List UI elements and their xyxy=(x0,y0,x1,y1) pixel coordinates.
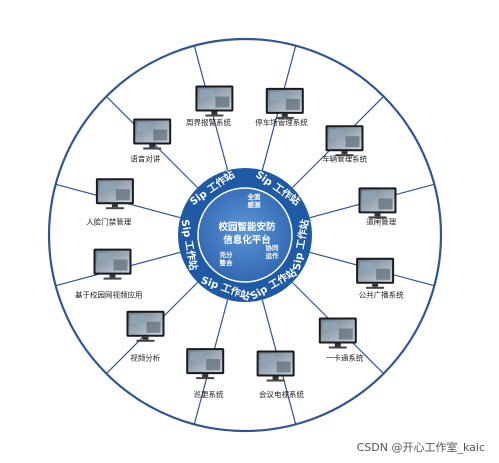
hub-top-line2: 感测 xyxy=(248,200,262,209)
hub-right-line2: 运作 xyxy=(266,251,280,260)
segment-label: 道闸管理 xyxy=(366,217,396,227)
segment-9: 视频分析 xyxy=(126,310,165,363)
video-analysis-icon xyxy=(126,310,165,342)
face-access-icon xyxy=(95,178,134,210)
segment-group: 周界报警系统 停车场管理系统车辆管理系统道闸管理公共广播系统一卡通系统会议电视系统… xyxy=(75,85,404,399)
hub-right-line1: 协同 xyxy=(266,243,280,252)
segment-4: 道闸管理 xyxy=(358,187,397,227)
hub-left-line2: 整合 xyxy=(220,258,234,267)
hub-title-line2: 信息化平台 xyxy=(223,234,271,246)
campus-video-icon xyxy=(93,248,132,280)
segment-label: 一卡通系统 xyxy=(326,353,364,363)
intercom-icon xyxy=(133,118,172,150)
segment-label: 会议电视系统 xyxy=(259,389,304,399)
segment-1: 周界报警系统 xyxy=(186,85,234,127)
segment-label: 人脸门禁管理 xyxy=(86,217,131,227)
segment-label: 公共广播系统 xyxy=(359,290,404,300)
segment-label: 巡更系统 xyxy=(194,389,224,399)
segment-7: 会议电视系统 xyxy=(256,350,304,399)
segment-8: 巡更系统 xyxy=(186,348,225,399)
segment-12: 语音对讲 xyxy=(130,118,172,163)
hub-top-line1: 全面 xyxy=(247,192,262,201)
segment-label: 车辆管理系统 xyxy=(322,153,367,163)
patrol-icon xyxy=(186,348,225,380)
hub-title-line1: 校园智能安防 xyxy=(218,221,276,233)
segment-label: 基于校园网视频应用 xyxy=(75,290,143,300)
segment-6: 一卡通系统 xyxy=(318,317,364,363)
segment-2: 停车场管理系统 xyxy=(255,87,308,127)
segment-label: 视频分析 xyxy=(130,353,160,363)
loudspeaker-icon xyxy=(356,257,395,289)
segment-label: 语音对讲 xyxy=(130,153,160,163)
segment-3: 车辆管理系统 xyxy=(322,125,368,163)
segment-label: 停车场管理系统 xyxy=(255,117,308,127)
watermark: CSDN @开心工作室_kaic xyxy=(356,441,485,454)
segment-label: 周界报警系统 xyxy=(186,117,231,127)
perimeter-alarm-icon xyxy=(195,85,234,117)
smart-card-icon xyxy=(318,317,357,349)
segment-5: 公共广播系统 xyxy=(356,257,404,300)
vehicle-management-icon xyxy=(325,125,364,157)
segment-10: 基于校园网视频应用 xyxy=(75,248,143,300)
hub-circle xyxy=(197,187,293,283)
parking-lot-icon xyxy=(265,87,304,119)
segment-11: 人脸门禁管理 xyxy=(86,178,134,227)
video-conference-icon xyxy=(256,350,295,382)
hub-left-line1: 充分 xyxy=(220,250,234,259)
barrier-gate-icon xyxy=(358,187,397,219)
